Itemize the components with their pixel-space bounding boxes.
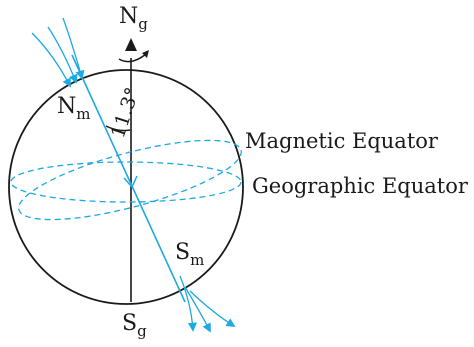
magnetic-equator-label: Magnetic Equator [245, 129, 438, 153]
magnetic-axis [71, 54, 186, 303]
mag-south-sub: m [190, 251, 205, 269]
field-line-out-1 [179, 275, 197, 332]
earth-outline [8, 69, 244, 305]
geo-north-arrowhead [125, 38, 137, 51]
field-line-in-2 [47, 26, 78, 84]
mag-north-letter: N [57, 94, 77, 119]
magnetic-south-label: Sm [175, 242, 204, 268]
magnetic-equator-ellipse [18, 139, 242, 221]
rotation-arrowhead [142, 50, 149, 58]
field-line-out-3 [189, 290, 236, 327]
geographic-north-label: Ng [119, 6, 148, 32]
magnetic-north-label: Nm [57, 96, 90, 122]
mag-north-sub: m [76, 105, 91, 123]
mag-south-letter: S [175, 240, 191, 265]
geo-north-sub: g [138, 15, 148, 33]
rotation-arrow [118, 53, 147, 63]
geographic-south-label: Sg [122, 313, 147, 339]
geo-south-letter: S [122, 311, 138, 336]
geographic-equator-ellipse [10, 161, 242, 203]
angle-arc [105, 125, 131, 132]
field-line-in-1 [31, 32, 71, 88]
magnetic-axis-mid-arrow [123, 175, 138, 189]
field-line-in-3 [62, 17, 85, 80]
geo-south-sub: g [137, 322, 147, 340]
geo-north-letter: N [119, 4, 139, 29]
field-line-out-2 [184, 286, 211, 333]
geographic-equator-label: Geographic Equator [252, 174, 468, 198]
